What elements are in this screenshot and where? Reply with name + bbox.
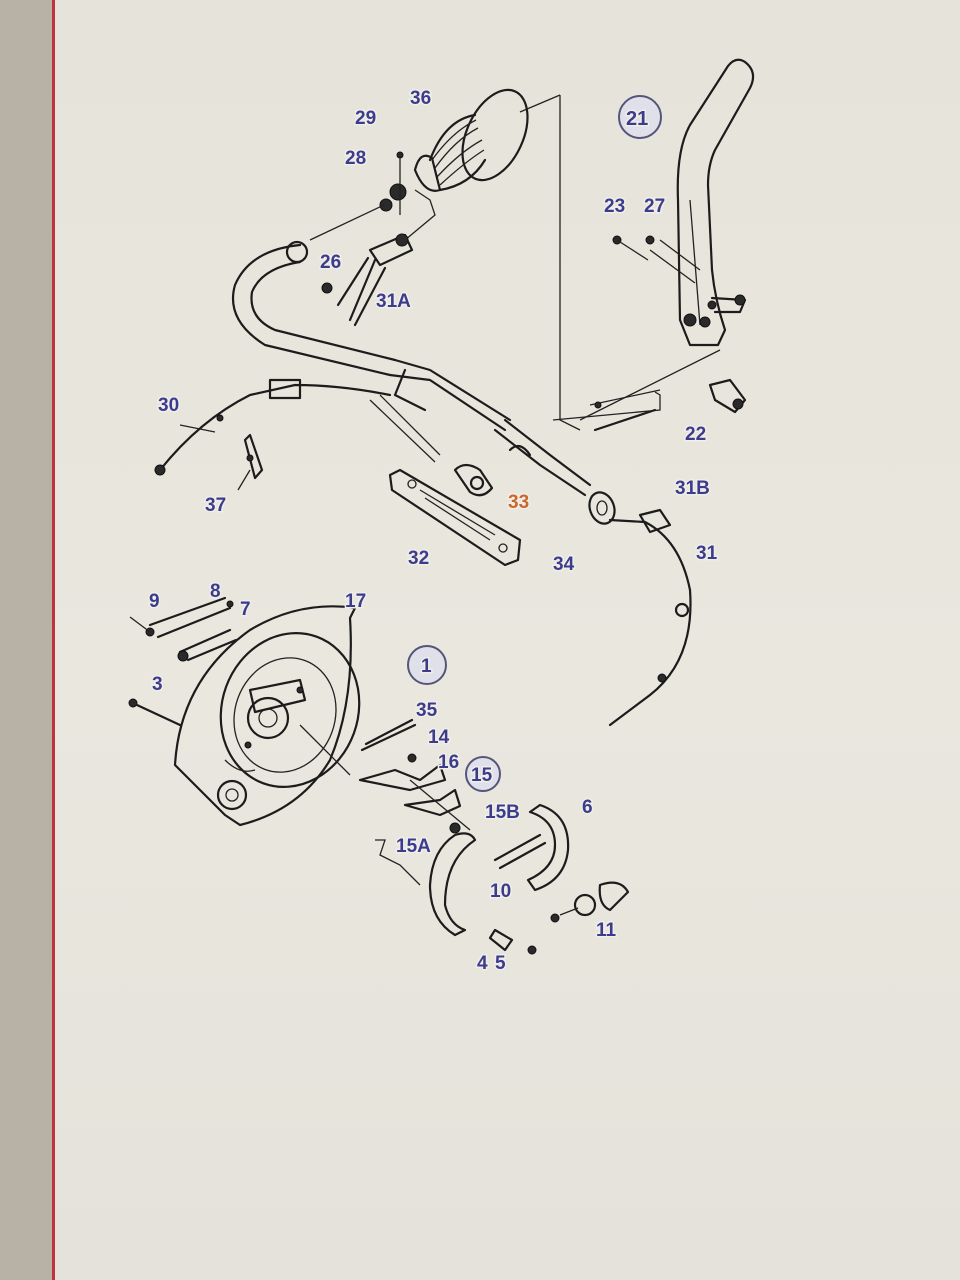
spring-4-5 bbox=[488, 928, 537, 955]
parking-brake-lever bbox=[612, 58, 755, 347]
callout-37: 37 bbox=[205, 495, 226, 516]
callout-3: 3 bbox=[152, 674, 163, 695]
brake-shoe-right-6 bbox=[526, 803, 570, 892]
clip-37 bbox=[237, 433, 264, 491]
callout-4: 4 bbox=[477, 953, 488, 974]
backing-plate-17 bbox=[173, 605, 361, 827]
callout-10: 10 bbox=[490, 881, 511, 902]
clip-26-31a bbox=[321, 233, 414, 327]
nut-34 bbox=[588, 491, 616, 525]
callout-30: 30 bbox=[158, 395, 179, 416]
main-cable bbox=[231, 240, 592, 497]
callout-28: 28 bbox=[345, 148, 366, 169]
lever-bracket-outline bbox=[519, 94, 721, 432]
callout-22: 22 bbox=[685, 424, 706, 445]
callout-17: 17 bbox=[345, 591, 366, 612]
shoe-hardware bbox=[358, 718, 471, 886]
callout-33-highlighted: 33 bbox=[508, 492, 529, 513]
marker-circle-15 bbox=[465, 756, 501, 792]
callout-27: 27 bbox=[644, 196, 665, 217]
pin-3 bbox=[128, 698, 182, 727]
spring-10 bbox=[493, 833, 547, 870]
nut-28-29 bbox=[309, 151, 436, 241]
callout-31: 31 bbox=[696, 543, 718, 564]
callout-35: 35 bbox=[416, 700, 438, 721]
springs-7-8-9 bbox=[129, 596, 238, 662]
callout-31a: 31A bbox=[376, 291, 411, 312]
marker-circle-21 bbox=[618, 95, 662, 139]
callout-26: 26 bbox=[320, 252, 341, 273]
callout-15a: 15A bbox=[396, 836, 431, 857]
cable-30 bbox=[154, 378, 392, 476]
lever-switch-22 bbox=[708, 378, 747, 414]
equalizer-32 bbox=[388, 468, 522, 567]
callout-8: 8 bbox=[210, 581, 221, 602]
callout-5: 5 bbox=[495, 953, 506, 974]
callout-15: 15 bbox=[471, 765, 493, 786]
callout-23: 23 bbox=[604, 196, 625, 217]
adjuster-33 bbox=[453, 463, 494, 497]
callout-7: 7 bbox=[240, 599, 251, 620]
callout-6: 6 bbox=[582, 797, 593, 818]
callout-32: 32 bbox=[408, 548, 429, 569]
marker-circle-1 bbox=[407, 645, 447, 685]
callout-36: 36 bbox=[410, 88, 431, 109]
callout-11: 11 bbox=[596, 920, 617, 941]
callout-1: 1 bbox=[421, 656, 432, 677]
adjuster-11 bbox=[550, 881, 630, 923]
boot-36 bbox=[413, 88, 529, 192]
brake-shoe-left bbox=[428, 832, 477, 937]
callout-16: 16 bbox=[438, 752, 459, 773]
callout-9: 9 bbox=[149, 591, 160, 612]
callout-34: 34 bbox=[553, 554, 575, 575]
callout-21: 21 bbox=[626, 108, 648, 130]
callout-14: 14 bbox=[428, 727, 450, 748]
callout-31b: 31B bbox=[675, 478, 710, 499]
cable-31 bbox=[608, 508, 692, 727]
window-edge-red-border bbox=[0, 0, 55, 1280]
callout-29: 29 bbox=[355, 108, 376, 129]
callout-15b: 15B bbox=[485, 802, 520, 823]
